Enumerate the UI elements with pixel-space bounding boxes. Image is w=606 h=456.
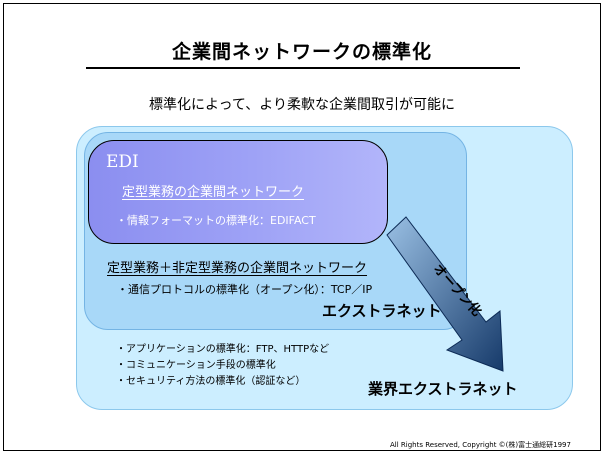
title-underline bbox=[86, 67, 520, 69]
industry-item-communication: ・コミュニケーション手段の標準化 bbox=[116, 360, 276, 371]
industry-item-application: ・アプリケーションの標準化：FTP、HTTPなど bbox=[116, 344, 330, 355]
edi-box bbox=[88, 140, 388, 244]
slide-title: 企業間ネットワークの標準化 bbox=[171, 41, 432, 63]
extranet-label: エクストラネット bbox=[322, 302, 442, 320]
slide-subtitle: 標準化によって、より柔軟な企業間取引が可能に bbox=[149, 97, 455, 113]
extranet-standard-item: ・通信プロトコルの標準化（オープン化）：TCP／IP bbox=[117, 283, 373, 296]
industry-item-security: ・セキュリティ方法の標準化（認証など） bbox=[116, 376, 306, 387]
edi-label: EDI bbox=[106, 152, 139, 172]
edi-standard-item: ・情報フォーマットの標準化：EDIFACT bbox=[116, 214, 316, 227]
slide: 企業間ネットワークの標準化 標準化によって、より柔軟な企業間取引が可能に EDI… bbox=[3, 3, 601, 451]
extranet-network-heading: 定型業務＋非定型業務の企業間ネットワーク bbox=[107, 261, 368, 276]
edi-network-heading: 定型業務の企業間ネットワーク bbox=[122, 185, 305, 200]
industry-extranet-label: 業界エクストラネット bbox=[368, 380, 518, 398]
copyright-footer: All Rights Reserved, Copyright ©(株)富士通総研… bbox=[390, 441, 571, 449]
